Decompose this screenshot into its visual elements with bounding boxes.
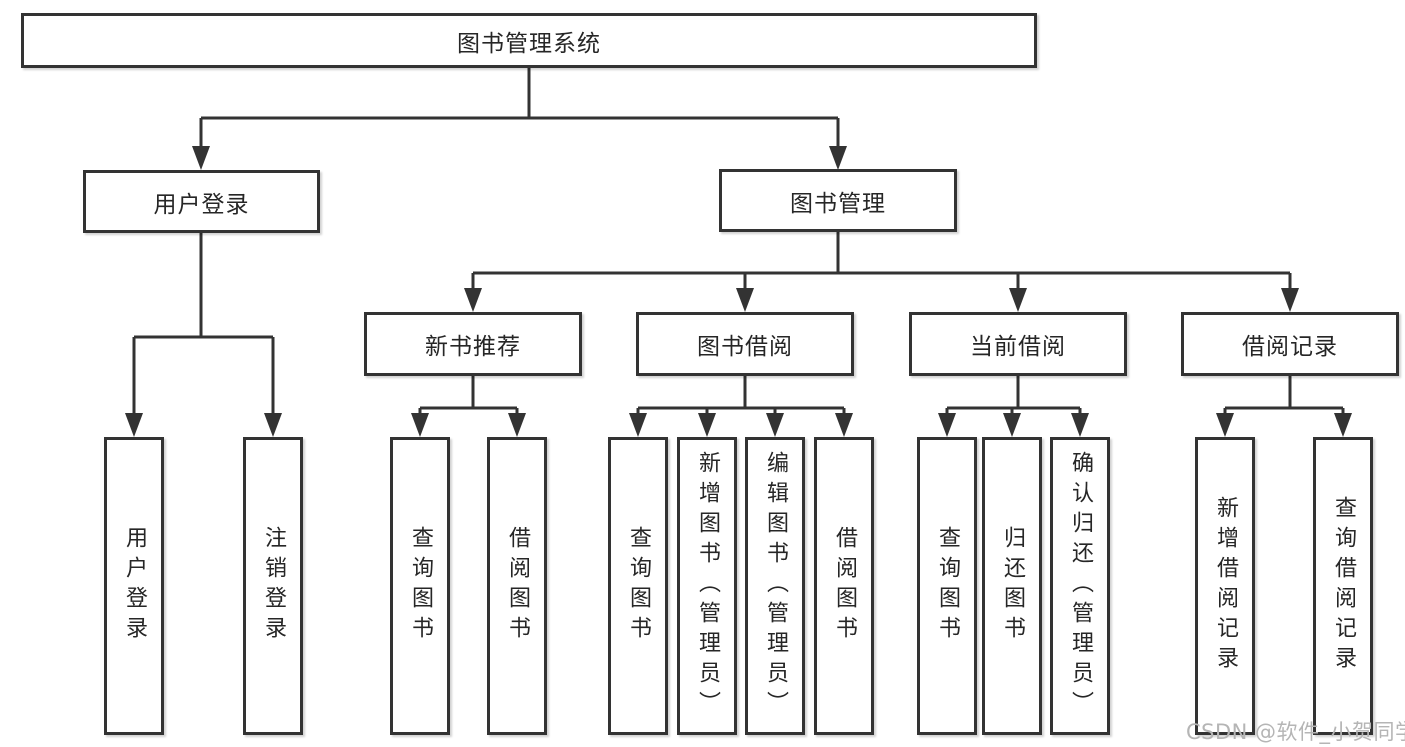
connector-path (945, 376, 1082, 416)
connector-path (636, 376, 846, 416)
arrow-down-icon (766, 413, 784, 437)
leaf-query-books-current: 查询图书 (917, 437, 977, 735)
connector-path (199, 68, 840, 150)
node-label: 借阅图书 (505, 526, 530, 646)
connector-path (418, 376, 519, 416)
csdn-watermark: CSDN @软件_小贺同学 (1186, 720, 1405, 744)
node-book-management: 图书管理 (719, 169, 957, 232)
node-label: 借阅图书 (832, 526, 857, 646)
arrow-down-icon (835, 413, 853, 437)
node-label: 用户登录 (122, 526, 147, 646)
leaf-query-borrow-record: 查询借阅记录 (1313, 437, 1373, 735)
arrow-down-icon (192, 146, 210, 170)
arrow-down-icon (1334, 413, 1352, 437)
arrow-down-icon (736, 288, 754, 312)
node-label: 新书推荐 (425, 334, 521, 360)
connector-path (471, 232, 1292, 292)
arrow-down-icon (125, 413, 143, 437)
leaf-query-books-recommend: 查询图书 (390, 437, 450, 735)
leaf-return-books: 归还图书 (982, 437, 1042, 735)
node-label: 确认归还（管理员） (1068, 451, 1093, 721)
node-label: 查询图书 (626, 526, 651, 646)
node-label: 编辑图书（管理员） (763, 451, 788, 721)
arrow-down-icon (829, 146, 847, 170)
node-user-login: 用户登录 (83, 170, 320, 233)
arrow-down-icon (1003, 413, 1021, 437)
leaf-borrow-books: 借阅图书 (814, 437, 874, 735)
node-label: 当前借阅 (970, 334, 1066, 360)
node-label: 查询图书 (935, 526, 960, 646)
node-label: 用户登录 (153, 191, 250, 218)
node-library-management-system: 图书管理系统 (21, 13, 1037, 68)
node-book-borrowing: 图书借阅 (636, 312, 854, 376)
arrow-down-icon (1216, 413, 1234, 437)
node-label: 新增图书（管理员） (695, 451, 720, 721)
node-label: 查询图书 (408, 526, 433, 646)
node-label: 注销登录 (261, 526, 286, 646)
arrow-down-icon (1281, 288, 1299, 312)
arrow-down-icon (1009, 288, 1027, 312)
node-label: 新增借阅记录 (1213, 496, 1238, 676)
node-label: 图书借阅 (697, 334, 793, 360)
arrow-down-icon (411, 413, 429, 437)
leaf-query-books-borrow: 查询图书 (608, 437, 668, 735)
leaf-borrow-books-recommend: 借阅图书 (487, 437, 547, 735)
connector-path (1223, 376, 1345, 416)
node-label: 查询借阅记录 (1331, 496, 1356, 676)
node-label: 图书管理系统 (457, 30, 601, 57)
leaf-add-borrow-record: 新增借阅记录 (1195, 437, 1255, 735)
arrow-down-icon (698, 413, 716, 437)
arrow-down-icon (264, 413, 282, 437)
leaf-user-login: 用户登录 (104, 437, 164, 735)
arrow-down-icon (629, 413, 647, 437)
arrow-down-icon (464, 288, 482, 312)
node-label: 借阅记录 (1242, 334, 1338, 360)
leaf-logout: 注销登录 (243, 437, 303, 735)
arrow-down-icon (508, 413, 526, 437)
arrow-down-icon (1071, 413, 1089, 437)
leaf-edit-books-admin: 编辑图书（管理员） (745, 437, 805, 735)
node-label: 图书管理 (790, 190, 886, 217)
node-current-borrowing: 当前借阅 (909, 312, 1127, 376)
node-borrowing-records: 借阅记录 (1181, 312, 1399, 376)
connector-path (132, 233, 275, 416)
node-label: 归还图书 (1000, 526, 1025, 646)
leaf-add-books-admin: 新增图书（管理员） (677, 437, 737, 735)
node-new-book-recommendation: 新书推荐 (364, 312, 582, 376)
leaf-confirm-return-admin: 确认归还（管理员） (1050, 437, 1110, 735)
arrow-down-icon (938, 413, 956, 437)
